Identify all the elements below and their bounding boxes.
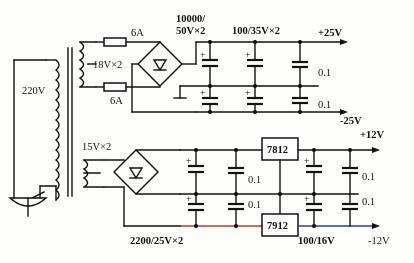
svg-text:+: + — [304, 195, 309, 205]
svg-text:+: + — [200, 89, 205, 99]
svg-text:+: + — [245, 89, 250, 99]
bridge-rectifier-1 — [131, 41, 197, 113]
bridge-rectifier-2 — [103, 149, 181, 195]
cap-2200-label: 2200/25V×2 — [130, 236, 183, 247]
cap-big-neg: + — [200, 85, 218, 113]
regulator-7912: 7912 — [261, 213, 299, 237]
transformer-core — [67, 47, 73, 197]
cap-2200-pos: + — [186, 149, 204, 195]
fuse-top — [95, 37, 161, 47]
cap-100-label: 100/16V — [298, 236, 335, 247]
cap-01-upper-pos — [292, 41, 308, 87]
cap-01-label-d: 0.1 — [248, 200, 261, 211]
cap-mid-pos: + — [245, 41, 263, 87]
junctions — [194, 40, 352, 228]
cap-01-in-pos — [228, 149, 244, 195]
cap-01-label-a: 0.1 — [318, 68, 331, 79]
secondary-winding-1 — [78, 41, 97, 88]
out-neg12-label: -12V — [368, 236, 390, 247]
fuse-bottom — [95, 82, 161, 92]
secondary-winding-2 — [82, 159, 105, 188]
cap-01-label-f: 0.1 — [362, 197, 375, 208]
cap-100-pos: + — [304, 149, 322, 195]
svg-text:+: + — [245, 51, 250, 61]
cap-big-pos: + — [200, 41, 218, 87]
cap-01-upper-neg — [292, 85, 308, 113]
reg-pos-label: 7812 — [267, 145, 288, 156]
cap-01-in-neg — [228, 193, 244, 227]
out-neg25-label: -25V — [340, 116, 362, 127]
cap-mid-neg: + — [245, 85, 263, 113]
regulator-7812: 7812 — [261, 137, 299, 161]
out-pos25-label: +25V — [318, 28, 342, 39]
cap-big-label-a: 10000/ — [176, 14, 206, 25]
cap-01-label-b: 0.1 — [318, 100, 331, 111]
fuse-bottom-label: 6A — [110, 96, 123, 107]
svg-text:+: + — [186, 195, 191, 205]
secondary-2-label: 15V×2 — [82, 142, 111, 153]
cap-01-label-e: 0.1 — [362, 172, 375, 183]
reg-neg-label: 7912 — [267, 221, 288, 232]
svg-text:+: + — [200, 51, 205, 61]
fuse-top-label: 6A — [131, 28, 144, 39]
cap-big-label-b: 50V×2 — [176, 26, 205, 37]
svg-text:+: + — [186, 157, 191, 167]
cap-100-neg: + — [304, 193, 322, 227]
cap-01-out-pos — [342, 149, 358, 195]
mains-plug — [8, 59, 57, 217]
mains-voltage-label: 220V — [22, 86, 46, 97]
cap-mid-label: 100/35V×2 — [232, 26, 280, 37]
cap-2200-neg: + — [186, 193, 204, 227]
svg-text:+: + — [304, 157, 309, 167]
cap-01-label-c: 0.1 — [248, 175, 261, 186]
cap-01-out-neg — [342, 193, 358, 227]
secondary-1-label: 18V×2 — [93, 60, 122, 71]
out-pos12-label: +12V — [360, 130, 384, 141]
primary-winding — [45, 59, 60, 201]
